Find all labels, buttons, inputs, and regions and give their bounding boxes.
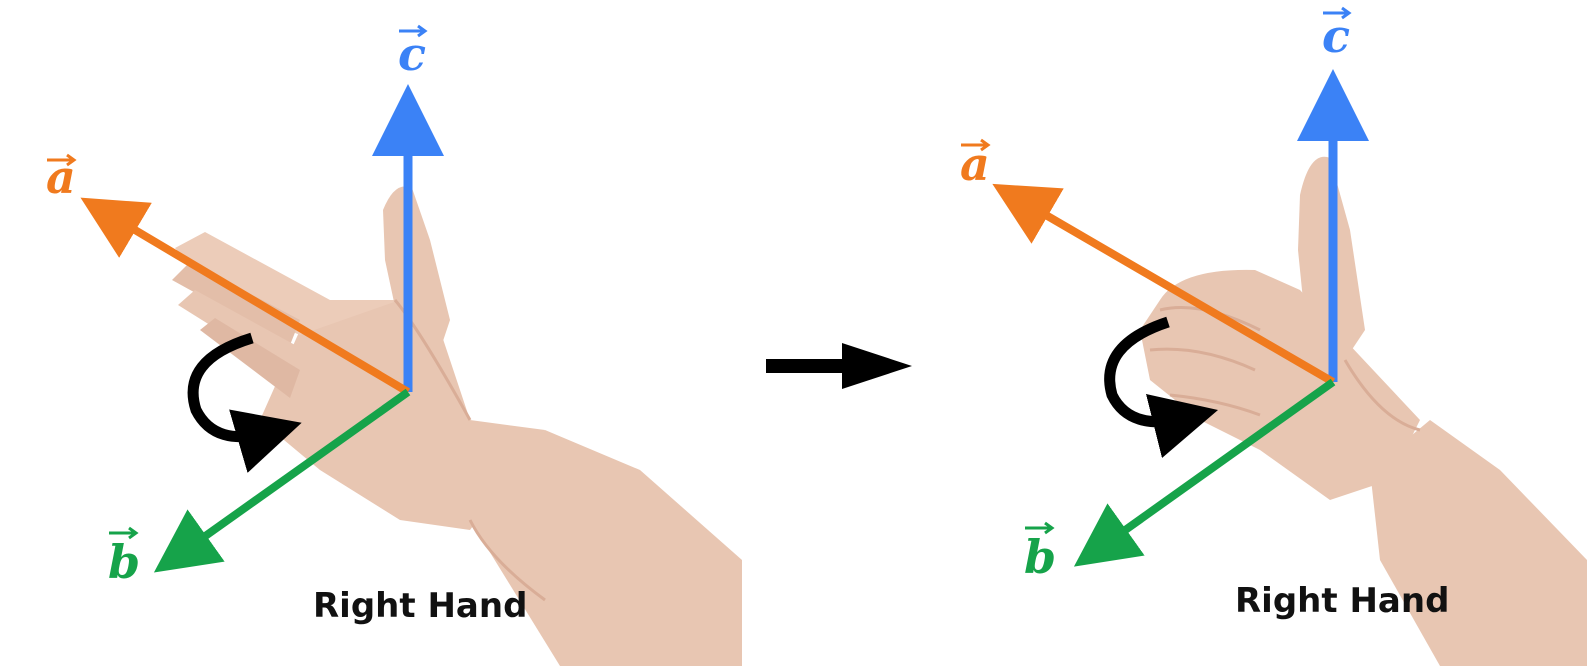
vector-b-arrow [1073,378,1336,567]
panel-right: c a b Right Hand [960,6,1587,666]
svg-text:b: b [1024,530,1056,584]
panel-caption: Right Hand [313,586,527,626]
panel-caption: Right Hand [1235,581,1449,621]
right-arrow-icon [766,343,912,389]
vector-a-arrow [992,183,1336,386]
vector-b-label: b [108,526,140,589]
vector-overarrow-icon [1323,6,1352,20]
vector-c-label: c [398,24,428,81]
curved-rotation-arrow-icon [187,332,302,473]
vector-overarrow-icon [399,24,428,38]
svg-text:c: c [398,27,426,81]
open-hand-image [172,186,742,666]
vector-c-label: c [1322,6,1352,63]
vector-overarrow-icon [47,153,77,167]
vector-overarrow-icon [1025,521,1055,535]
panel-left: c a b Right Hand [46,24,742,666]
curled-fist-image [1140,156,1587,666]
curved-rotation-arrow-icon [1104,316,1219,459]
svg-text:c: c [1322,9,1350,63]
svg-text:b: b [108,535,140,589]
vector-a-label: a [46,150,77,204]
vector-a-label: a [960,137,991,191]
vector-a-arrow [80,197,411,396]
vector-overarrow-icon [109,526,139,540]
vector-overarrow-icon [961,138,991,152]
vector-b-arrow [153,388,411,573]
vector-b-label: b [1024,521,1056,584]
